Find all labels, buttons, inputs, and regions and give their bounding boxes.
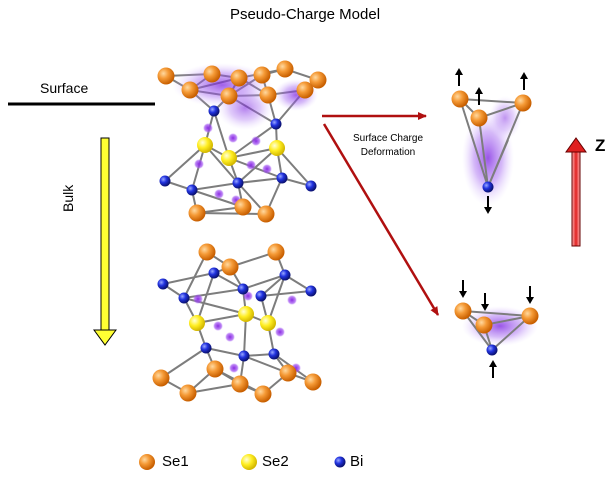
legend [139, 454, 346, 470]
se2-atoms [189, 137, 285, 331]
legend-label-se1: Se1 [162, 453, 189, 470]
legend-label-se2: Se2 [262, 453, 289, 470]
se1-atoms [152, 60, 327, 403]
deformation-label-line2: Deformation [360, 147, 416, 158]
bulk-arrow [93, 137, 117, 346]
upper-deformation-cluster [451, 68, 532, 214]
page-title: Pseudo-Charge Model [229, 6, 381, 23]
legend-marker-bi [334, 456, 346, 468]
surface-label: Surface [40, 80, 89, 96]
z-axis-arrow [565, 137, 587, 247]
z-axis-label: Z [595, 136, 606, 155]
legend-marker-se1 [139, 454, 155, 470]
surface-charge-deformation-label: Surface Charge Deformation [336, 132, 440, 160]
crystal-structure [152, 60, 327, 403]
bi-atoms [157, 105, 317, 362]
arrow-to-lower-deformation [322, 123, 440, 316]
deformation-label-line1: Surface Charge [352, 133, 424, 144]
legend-marker-se2 [241, 454, 257, 470]
lower-deformation-cluster [454, 280, 539, 378]
legend-label-bi: Bi [350, 453, 364, 470]
